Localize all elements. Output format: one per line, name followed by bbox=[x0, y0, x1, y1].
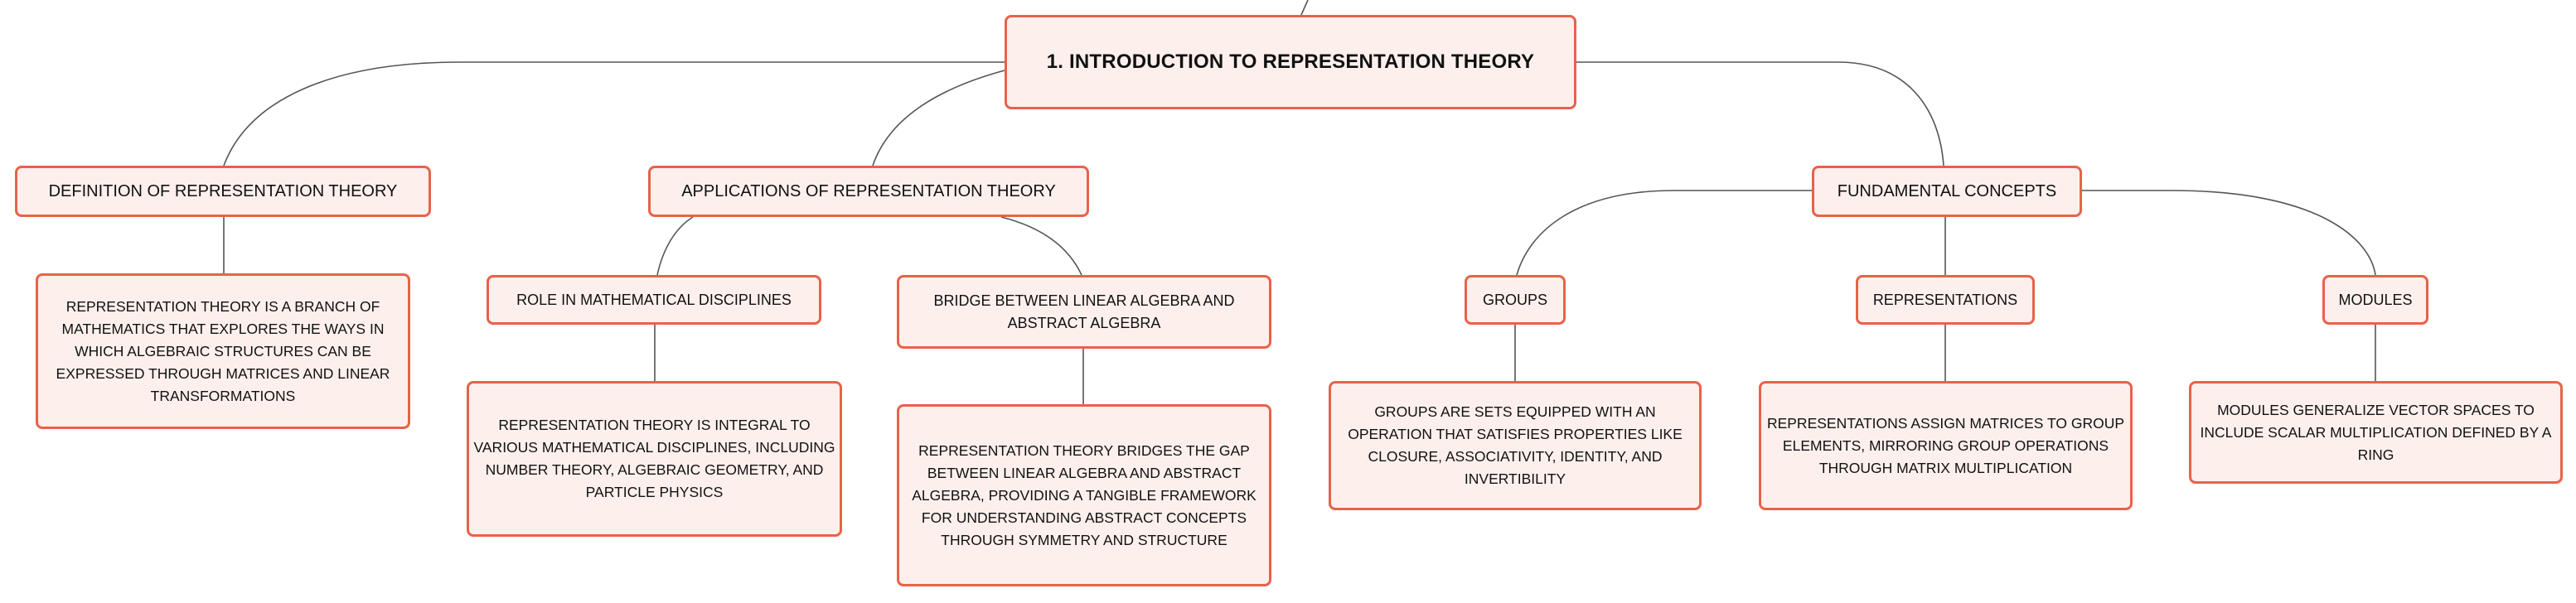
fundamentals-node-label: FUNDAMENTAL CONCEPTS bbox=[1837, 181, 2057, 200]
connector-root-applications bbox=[872, 70, 1005, 166]
modules-node[interactable]: MODULES bbox=[2322, 275, 2428, 325]
connector-fundamentals-groups bbox=[1516, 190, 1812, 276]
groups-node-label: GROUPS bbox=[1482, 291, 1547, 308]
root-node-label: 1. INTRODUCTION TO REPRESENTATION THEORY bbox=[1046, 51, 1535, 73]
bridge-detail-node[interactable]: REPRESENTATION THEORY BRIDGES THE GAP BE… bbox=[897, 404, 1271, 586]
definition-node[interactable]: DEFINITION OF REPRESENTATION THEORY bbox=[15, 166, 431, 217]
bridge-node[interactable]: BRIDGE BETWEEN LINEAR ALGEBRA AND ABSTRA… bbox=[897, 275, 1271, 349]
definition-node-label: DEFINITION OF REPRESENTATION THEORY bbox=[48, 181, 398, 200]
root-node[interactable]: 1. INTRODUCTION TO REPRESENTATION THEORY bbox=[1005, 15, 1576, 109]
groups-node[interactable]: GROUPS bbox=[1465, 275, 1566, 325]
connector-applications-role bbox=[656, 216, 694, 276]
representations-node-label: REPRESENTATIONS bbox=[1872, 291, 2018, 308]
groups-detail-text: GROUPS ARE SETS EQUIPPED WITH AN OPERATI… bbox=[1348, 403, 1683, 487]
connector-root-fundamentals bbox=[1575, 61, 1944, 166]
representations-node[interactable]: REPRESENTATIONS bbox=[1856, 275, 2035, 325]
applications-node-label: APPLICATIONS OF REPRESENTATION THEORY bbox=[681, 181, 1056, 200]
definition-detail-node[interactable]: REPRESENTATION THEORY IS A BRANCH OF MAT… bbox=[36, 273, 410, 429]
modules-node-label: MODULES bbox=[2338, 291, 2413, 308]
bridge-detail-text: REPRESENTATION THEORY BRIDGES THE GAP BE… bbox=[912, 441, 1257, 548]
applications-node[interactable]: APPLICATIONS OF REPRESENTATION THEORY bbox=[648, 166, 1089, 217]
bridge-node-label: BRIDGE BETWEEN LINEAR ALGEBRA AND ABSTRA… bbox=[933, 292, 1235, 331]
modules-detail-text: MODULES GENERALIZE VECTOR SPACES TO INCL… bbox=[2200, 401, 2552, 463]
definition-detail-text: REPRESENTATION THEORY IS A BRANCH OF MAT… bbox=[56, 297, 390, 404]
connector-root-definition bbox=[223, 61, 1005, 166]
role-node[interactable]: ROLE IN MATHEMATICAL DISCIPLINES bbox=[487, 275, 821, 325]
connector-fundamentals-modules bbox=[2080, 190, 2376, 276]
role-node-label: ROLE IN MATHEMATICAL DISCIPLINES bbox=[516, 291, 792, 308]
role-detail-node[interactable]: REPRESENTATION THEORY IS INTEGRAL TO VAR… bbox=[467, 381, 842, 537]
fundamentals-node[interactable]: FUNDAMENTAL CONCEPTS bbox=[1812, 166, 2082, 217]
connector-root-parent bbox=[1300, 0, 1309, 16]
groups-detail-node[interactable]: GROUPS ARE SETS EQUIPPED WITH AN OPERATI… bbox=[1329, 381, 1702, 510]
role-detail-text: REPRESENTATION THEORY IS INTEGRAL TO VAR… bbox=[473, 417, 835, 500]
representations-detail-text: REPRESENTATIONS ASSIGN MATRICES TO GROUP… bbox=[1766, 414, 2125, 476]
representations-detail-node[interactable]: REPRESENTATIONS ASSIGN MATRICES TO GROUP… bbox=[1759, 381, 2133, 510]
connector-applications-bridge bbox=[1000, 216, 1082, 276]
modules-detail-node[interactable]: MODULES GENERALIZE VECTOR SPACES TO INCL… bbox=[2189, 381, 2563, 484]
